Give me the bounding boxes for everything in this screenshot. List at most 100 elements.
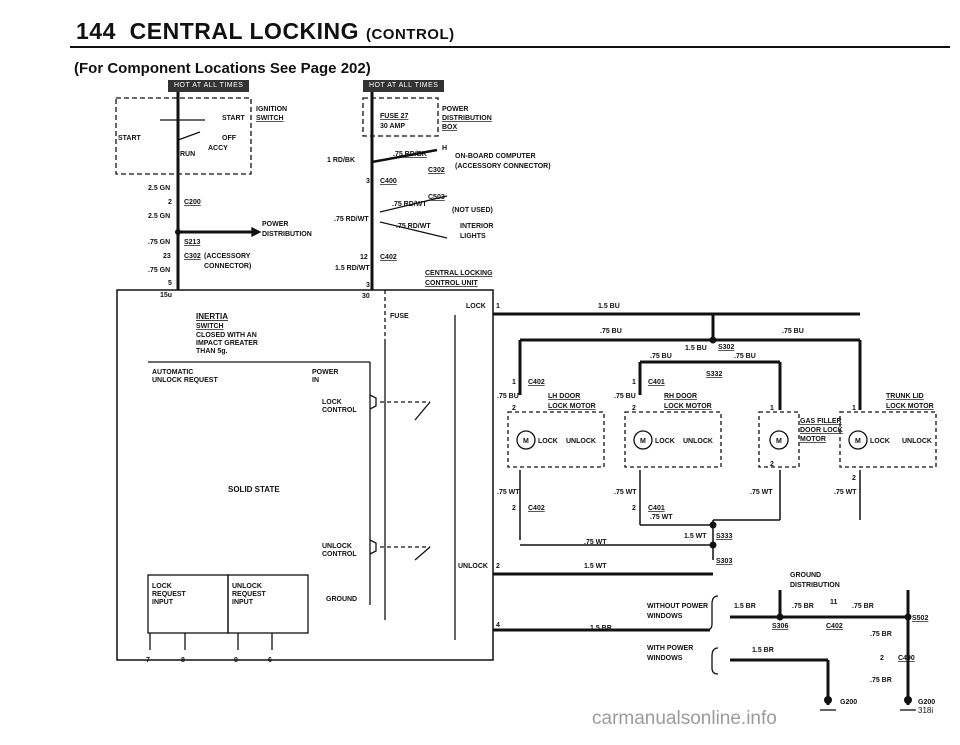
r-wt7: 1.5 WT	[684, 533, 707, 540]
cu-auto2: UNLOCK REQUEST	[152, 377, 218, 384]
cu-pin9: 9	[234, 657, 238, 664]
r-one-d: 1	[852, 405, 856, 412]
hot-badge-right: HOT AT ALL TIMES	[363, 80, 445, 92]
cu-inertia2: SWITCH	[196, 323, 224, 330]
lconn3d: (ACCESSORY	[204, 253, 251, 260]
cu-pin1: 1	[496, 303, 500, 310]
r-s306: S306	[772, 623, 788, 630]
fb-onboard2: (ACCESSORY CONNECTOR)	[455, 163, 551, 170]
fb-c503: C503	[428, 194, 445, 201]
cu-pin4: 4	[496, 622, 500, 629]
lw3: .75 GN	[148, 239, 170, 246]
fb-w3: 1.5 RD/WT	[335, 265, 370, 272]
cu-unlockctl: UNLOCK	[322, 543, 352, 550]
r-wtop: 1.5 BU	[598, 303, 620, 310]
lw1: 2.5 GN	[148, 185, 170, 192]
r-bul: .75 BU	[497, 393, 519, 400]
fb-label2: DISTRIBUTION	[442, 115, 492, 122]
r-wt8: 1.5 WT	[584, 563, 607, 570]
r-br4: .75 BR	[852, 603, 874, 610]
cu-lock: LOCK	[466, 303, 486, 310]
r-g200a: G200	[840, 699, 857, 706]
cu-pin7: 7	[146, 657, 150, 664]
cu-power: POWER	[312, 369, 338, 376]
lc1: 2	[168, 199, 172, 206]
fb-h: H	[442, 145, 447, 152]
cu-unlockreq3: INPUT	[232, 599, 254, 606]
header-rule	[70, 46, 950, 48]
ign-start-left: START	[118, 135, 142, 142]
r-wt1: .75 WT	[497, 489, 520, 496]
fb-w1: 1 RD/BK	[327, 157, 355, 164]
r-lock3: LOCK	[870, 438, 890, 445]
fb-notused: (NOT USED)	[452, 207, 493, 214]
r-c402a: C402	[528, 379, 545, 386]
r-trunk: TRUNK LID	[886, 393, 924, 400]
r-s333: S333	[716, 533, 732, 540]
lconn1: C200	[184, 199, 201, 206]
title-suffix: (CONTROL)	[365, 26, 455, 43]
fb-label3: BOX	[442, 124, 458, 131]
r-lhdoor: LH DOOR	[548, 393, 580, 400]
r-br2: 1.5 BR	[734, 603, 756, 610]
ign-start: START	[222, 115, 246, 122]
r-n2: 2	[880, 655, 884, 662]
r-two-a: 2	[512, 405, 516, 412]
r-gas3: MOTOR	[800, 436, 826, 443]
lc3: 23	[163, 253, 171, 260]
lw4: .75 GN	[148, 267, 170, 274]
r-without: WITHOUT POWER	[647, 603, 708, 610]
cu-lockreq3: INPUT	[152, 599, 174, 606]
r-with: WITH POWER	[647, 645, 693, 652]
cu-solid: SOLID STATE	[228, 485, 280, 494]
cu-unlockreq: UNLOCK	[232, 583, 262, 590]
r-br5: .75 BR	[870, 631, 892, 638]
r-s332: S332	[706, 371, 722, 378]
r-c402c: C402	[826, 623, 843, 630]
cu-unlockctl2: CONTROL	[322, 551, 357, 558]
r-g200b: G200	[918, 699, 935, 706]
r-rhdoor: RH DOOR	[664, 393, 697, 400]
r-trunk2: LOCK MOTOR	[886, 403, 934, 410]
r-two-f: 2	[632, 505, 636, 512]
r-bu2: .75 BU	[782, 328, 804, 335]
r-one-c: 1	[770, 405, 774, 412]
cu-pin2: 2	[496, 563, 500, 570]
cu-title2: CONTROL UNIT	[425, 280, 478, 287]
r-gas2: DOOR LOCK	[800, 427, 843, 434]
cu-inertia5: THAN 5g.	[196, 348, 228, 355]
r-gdist2: DISTRIBUTION	[790, 582, 840, 589]
fb-fuse: FUSE 27	[380, 113, 409, 120]
lw2: 2.5 GN	[148, 213, 170, 220]
subtitle: (For Component Locations See Page 202)	[74, 60, 371, 77]
r-s303: S303	[716, 558, 732, 565]
fb-onboard: ON-BOARD COMPUTER	[455, 153, 536, 160]
r-two-b: 2	[632, 405, 636, 412]
fb-w1b: .75 RD/BK	[393, 151, 427, 158]
lpd: POWER	[262, 221, 288, 228]
r-one-b: 1	[632, 379, 636, 386]
fb-c30: 30	[362, 293, 370, 300]
cu-lockreq2: REQUEST	[152, 591, 187, 598]
r-m4: M	[855, 438, 861, 445]
fb-interior2: LIGHTS	[460, 233, 486, 240]
r-two-e: 2	[512, 505, 516, 512]
r-wt5: .75 WT	[650, 514, 673, 521]
r-m1: M	[523, 438, 529, 445]
r-bu4: .75 BU	[734, 353, 756, 360]
cu-unlockreq2: REQUEST	[232, 591, 267, 598]
lc5: 15u	[160, 292, 172, 299]
r-with2: WINDOWS	[647, 655, 683, 662]
r-br1: 1.5 BR	[590, 625, 612, 632]
cu-power2: IN	[312, 377, 319, 384]
r-lhdoor2: LOCK MOTOR	[548, 403, 596, 410]
r-s302: S302	[718, 344, 734, 351]
r-m3: M	[776, 438, 782, 445]
lconn3d2: CONNECTOR)	[204, 263, 251, 270]
lconn3: C302	[184, 253, 201, 260]
cu-auto: AUTOMATIC	[152, 369, 193, 376]
lsplice: S213	[184, 239, 200, 246]
diagram-code: 318i	[918, 706, 934, 715]
r-unlock1: UNLOCK	[566, 438, 596, 445]
fb-c3: 3	[366, 178, 370, 185]
